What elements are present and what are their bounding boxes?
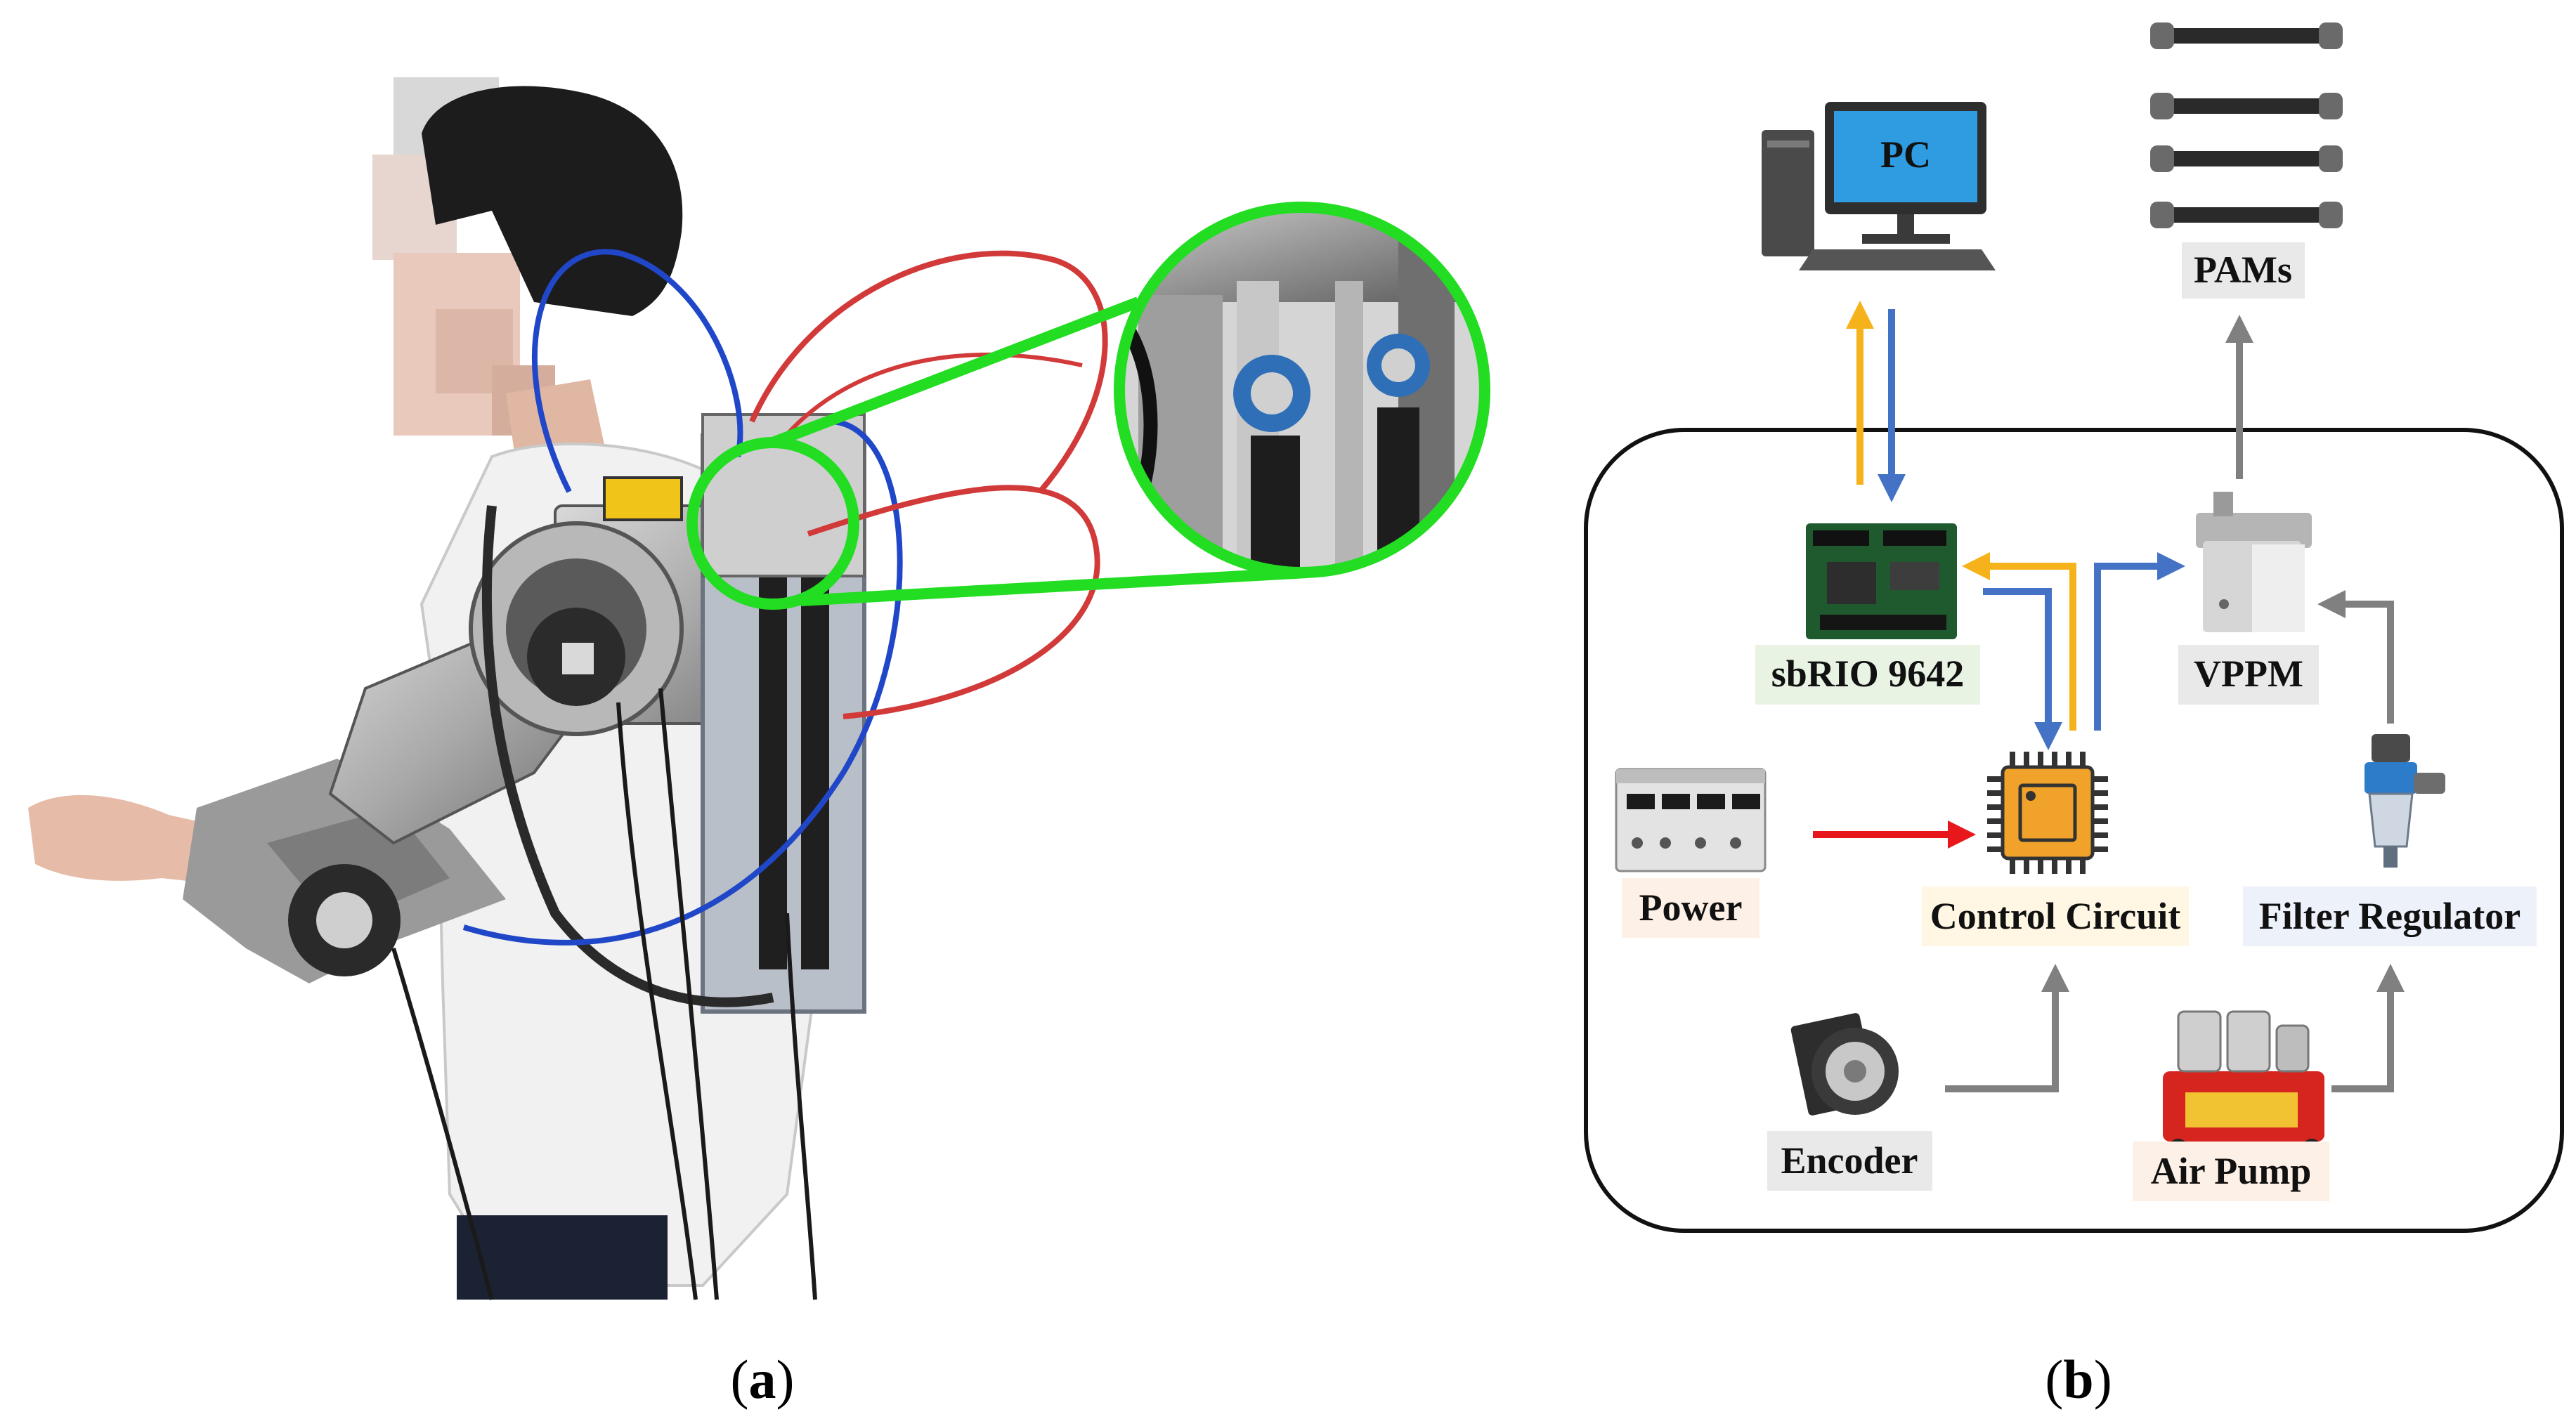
arrow-encoder-to-control bbox=[1945, 964, 2069, 1092]
system-boundary bbox=[1584, 428, 2564, 1233]
power-label: Power bbox=[1639, 887, 1743, 929]
control-label: Control Circuit bbox=[1930, 895, 2181, 937]
sbrio-board-icon bbox=[1806, 523, 1957, 639]
vppm-valve-icon bbox=[2196, 492, 2312, 632]
pump-label-bg bbox=[2133, 1142, 2329, 1201]
sbrio-label: sbRIO 9642 bbox=[1771, 653, 1965, 695]
hair bbox=[422, 86, 683, 316]
filter-label: Filter Regulator bbox=[2259, 895, 2520, 937]
vppm-label-bg bbox=[2178, 645, 2319, 705]
filter-label-bg bbox=[2243, 887, 2537, 946]
arrow-filter-to-vppm bbox=[2317, 590, 2394, 724]
exoskeleton-photo bbox=[28, 77, 1490, 1300]
pc-icon bbox=[1762, 102, 1996, 270]
red-cable bbox=[749, 250, 1108, 494]
power-supply-icon bbox=[1615, 768, 1767, 872]
zoom-inset bbox=[1114, 202, 1490, 578]
sbrio-label-bg bbox=[1755, 645, 1980, 705]
system-diagram: PC PAMs sbRIO 9642 V bbox=[1584, 22, 2564, 1233]
power-label-bg bbox=[1622, 878, 1759, 938]
filter-regulator-icon bbox=[2364, 734, 2445, 868]
arrow-pump-to-filter bbox=[2331, 964, 2405, 1092]
encoder-label: Encoder bbox=[1781, 1139, 1918, 1182]
blue-cable bbox=[532, 249, 743, 493]
arrow-sbrio-to-control bbox=[1983, 588, 2062, 750]
encoder-label-bg bbox=[1767, 1131, 1932, 1191]
pams-tube-icon bbox=[2150, 22, 2343, 228]
panel-b-label: (b) bbox=[2045, 1349, 2112, 1410]
arrow-control-to-vppm bbox=[2094, 552, 2185, 731]
vppm-label: VPPM bbox=[2194, 653, 2303, 695]
pams-label: PAMs bbox=[2194, 249, 2292, 291]
chip-icon bbox=[1987, 752, 2108, 874]
pams-label-bg bbox=[2182, 242, 2305, 299]
pc-label: PC bbox=[1880, 133, 1931, 176]
air-pump-icon bbox=[2163, 1010, 2324, 1158]
panel-a-label: (a) bbox=[731, 1349, 795, 1410]
arrow-control-to-sbrio bbox=[1962, 552, 2076, 731]
pump-label: Air Pump bbox=[2151, 1150, 2312, 1192]
encoder-icon bbox=[1790, 1013, 1899, 1116]
control-label-bg bbox=[1922, 887, 2189, 946]
